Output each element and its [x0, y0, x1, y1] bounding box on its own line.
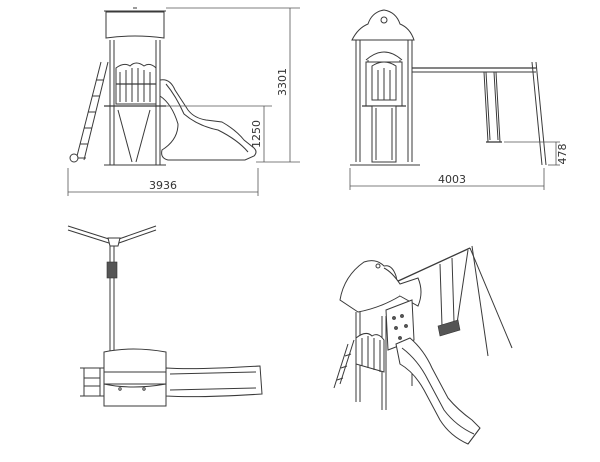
side-view: 478 4003	[349, 9, 569, 190]
front-view: 3936 3301 1250	[67, 7, 300, 196]
dimension-label-3936: 3936	[149, 179, 177, 192]
dimension-label-4003: 4003	[438, 173, 466, 186]
top-view	[67, 225, 263, 407]
isometric-view	[333, 245, 513, 445]
dimension-label-478: 478	[556, 144, 569, 165]
dimension-label-1250: 1250	[250, 120, 263, 148]
dimension-label-3301: 3301	[276, 68, 289, 96]
